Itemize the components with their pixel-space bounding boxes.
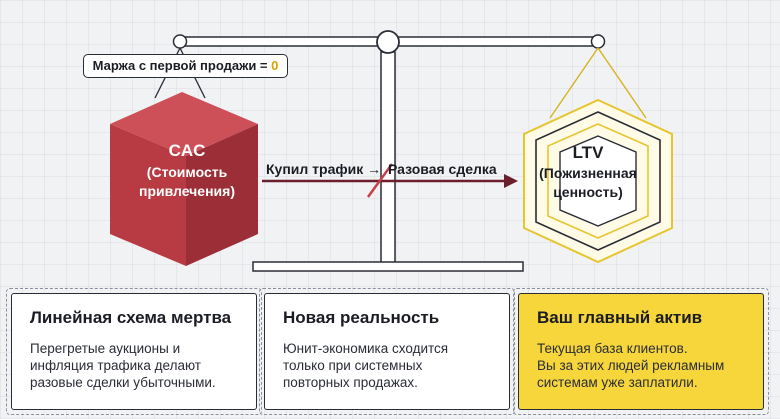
card-text: Юнит-экономика сходится только при систе… — [283, 340, 509, 391]
ltv-subtitle-line: (Пожизненная — [539, 165, 637, 181]
card-text-line: Юнит-экономика сходится — [283, 341, 449, 356]
cac-title: CAC — [168, 141, 206, 160]
margin-label-value: 0 — [271, 58, 279, 73]
first-sale-margin-label: Маржа с первой продажи = 0 — [83, 54, 288, 78]
scale-stand — [252, 30, 524, 272]
card-title: Линейная схема мертва — [30, 308, 232, 327]
margin-label-equals: = — [256, 58, 272, 73]
right-strings — [549, 47, 647, 119]
card-text-line: системам уже заплатили. — [537, 375, 698, 390]
card-text: Перегретые аукционы и инфляция трафика д… — [30, 340, 256, 391]
flow-arrow — [262, 163, 518, 198]
card-title: Новая реальность — [283, 308, 440, 327]
card-text-line: только при системных — [283, 358, 423, 373]
margin-label-text: Маржа с первой продажи — [92, 58, 257, 73]
card-text-line: повторных продажах. — [283, 375, 418, 390]
card-text-line: инфляция трафика делают — [30, 358, 201, 373]
card-text-line: Перегретые аукционы и — [30, 341, 181, 356]
card-main-asset: Ваш главный актив Текущая база клиентов.… — [513, 288, 769, 415]
flow-label-bought-traffic: Купил трафик → — [266, 161, 382, 177]
card-new-reality: Новая реальность Юнит-экономика сходится… — [259, 288, 515, 415]
card-text: Текущая база клиентов. Вы за этих людей … — [537, 340, 763, 391]
card-title: Ваш главный актив — [537, 308, 703, 327]
ltv-cube — [523, 98, 673, 264]
balance-scale-diagram — [110, 30, 673, 272]
card-text-line: разовые сделки убыточными. — [30, 375, 216, 390]
card-text-line: Текущая база клиентов. — [537, 341, 688, 356]
cac-subtitle: (Стоимость привлечения) — [112, 163, 262, 201]
ltv-subtitle-line: ценность) — [553, 184, 623, 200]
flow-label-one-time-deal: Разовая сделка — [388, 161, 497, 177]
cac-subtitle-line: привлечения) — [139, 183, 235, 199]
cac-subtitle-line: (Стоимость — [146, 164, 228, 180]
card-linear-scheme: Линейная схема мертва Перегретые аукцион… — [6, 288, 262, 415]
ltv-title: LTV — [572, 143, 604, 162]
card-text-line: Вы за этих людей рекламным — [537, 358, 725, 373]
cac-cube — [110, 92, 258, 266]
ltv-subtitle: (Пожизненная ценность) — [513, 164, 663, 202]
